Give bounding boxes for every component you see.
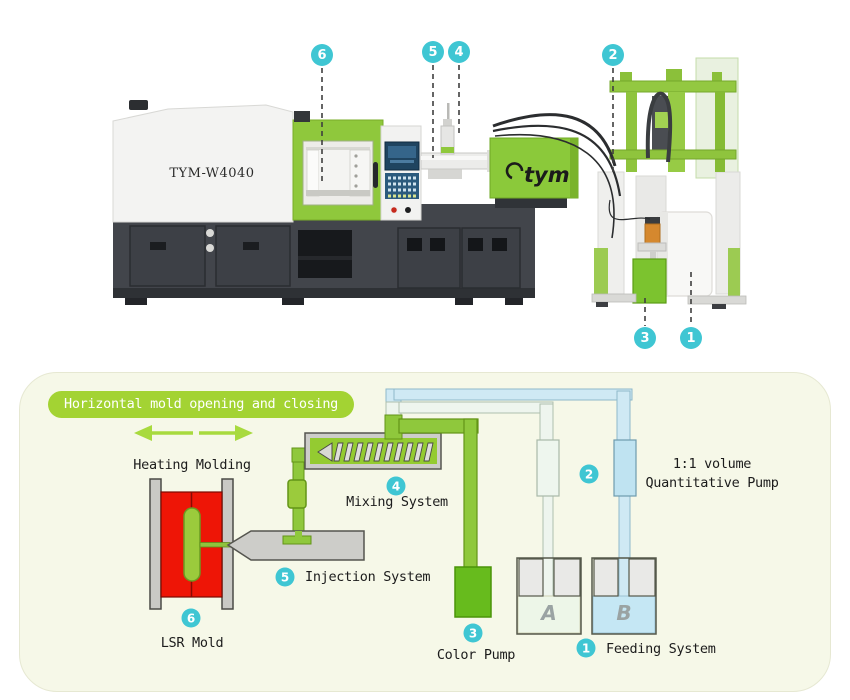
diagram-callout-3: 3	[463, 623, 483, 643]
diagram-callout-6: 6	[181, 608, 201, 628]
clamping-unit	[292, 111, 384, 221]
diagram-callout-4: 4	[386, 476, 406, 496]
machine-model-label: TYM-W4040	[169, 166, 254, 181]
machine-callout-4: 4	[448, 41, 470, 63]
container-b-letter: B	[616, 601, 632, 625]
lsr-process-schematic	[134, 388, 657, 635]
injection-barrel	[226, 530, 365, 561]
label-mixing-system: Mixing System	[346, 494, 448, 510]
diagram-callout-5: 5	[275, 567, 295, 587]
screw-tip	[317, 442, 333, 462]
sprue	[199, 542, 231, 548]
feeding-container-b	[591, 557, 657, 635]
label-heating-molding: Heating Molding	[133, 457, 251, 473]
machine-callout-1: 1	[680, 327, 702, 349]
machine-callout-3: 3	[634, 327, 656, 349]
injection-molding-machine-illustration: TYM-W4040	[112, 57, 747, 326]
pipe-b	[393, 388, 633, 601]
diagram-callout-2: 2	[579, 464, 599, 484]
label-lsr-mold: LSR Mold	[160, 635, 224, 651]
container-a-letter: A	[541, 601, 557, 625]
label-quant-line2: Quantitative Pump	[645, 474, 779, 491]
door-handle	[373, 162, 378, 188]
brand-logo-text: tym	[524, 163, 570, 187]
drive-box: tym	[489, 137, 579, 208]
feeding-container-a	[516, 557, 582, 635]
hoses	[492, 91, 673, 239]
machine-callout-5: 5	[422, 41, 444, 63]
mold-motion-arrows	[134, 425, 253, 441]
label-injection-system: Injection System	[305, 569, 431, 585]
banner-horizontal-mold: Horizontal mold opening and closing	[48, 391, 354, 418]
lsr-mold-graphic	[149, 478, 234, 610]
control-panel	[380, 125, 422, 221]
injection-unit	[420, 103, 495, 179]
mixing-system-graphic	[291, 432, 442, 470]
emergency-button	[389, 205, 399, 215]
label-feeding-system: Feeding System	[606, 641, 716, 657]
screw-flights	[333, 442, 434, 462]
hood-handle	[129, 100, 148, 110]
label-quant-line1: 1:1 volume	[672, 456, 752, 472]
machine-callout-6: 6	[311, 44, 333, 66]
color-pump-graphic	[398, 418, 492, 618]
quant-pump-a	[536, 439, 560, 497]
vertical-pump-unit	[591, 69, 747, 309]
diagram-callout-1: 1	[576, 638, 596, 658]
label-quantitative-pump: 1:1 volume Quantitative Pump	[645, 455, 778, 492]
color-bottle	[644, 223, 661, 244]
injection-system-graphic	[226, 454, 365, 561]
machine-hood: TYM-W4040	[112, 100, 294, 223]
brand-swirl-icon	[505, 162, 524, 180]
machine-callout-2: 2	[602, 44, 624, 66]
molded-part	[183, 507, 201, 582]
color-pump-box	[632, 258, 667, 304]
callout-lines	[321, 65, 692, 326]
label-color-pump: Color Pump	[436, 647, 516, 663]
quant-pump-b	[613, 439, 637, 497]
